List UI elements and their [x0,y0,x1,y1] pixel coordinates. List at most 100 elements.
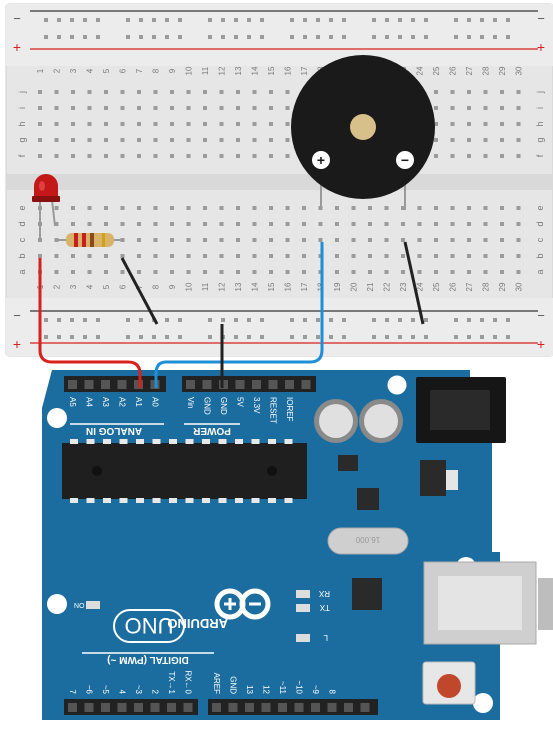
header-pin[interactable] [202,380,212,389]
breadboard-hole[interactable] [467,138,471,142]
header-pin[interactable] [245,703,254,712]
breadboard-hole[interactable] [203,154,207,158]
breadboard-hole[interactable] [384,254,389,258]
breadboard-hole[interactable] [252,106,257,110]
rail-hole[interactable] [57,318,61,322]
header-pin[interactable] [186,380,195,389]
breadboard-hole[interactable] [285,238,290,242]
breadboard-hole[interactable] [450,90,455,94]
breadboard-hole[interactable] [516,238,521,242]
breadboard-hole[interactable] [87,122,92,126]
breadboard-hole[interactable] [54,138,59,142]
breadboard-hole[interactable] [500,122,504,126]
rail-hole[interactable] [247,318,251,322]
rail-hole[interactable] [454,335,458,339]
rail-hole[interactable] [165,35,169,39]
breadboard-hole[interactable] [236,206,240,210]
header-pin[interactable] [252,380,261,389]
rail-hole[interactable] [454,18,458,22]
red-led[interactable] [32,174,60,240]
rail-hole[interactable] [329,18,333,22]
breadboard-hole[interactable] [71,154,75,158]
rail-hole[interactable] [70,18,74,22]
breadboard-hole[interactable] [368,238,372,242]
breadboard-hole[interactable] [236,270,240,274]
rail-hole[interactable] [234,335,238,339]
rail-hole[interactable] [316,318,320,322]
breadboard-hole[interactable] [302,238,306,242]
rail-hole[interactable] [411,35,415,39]
breadboard-hole[interactable] [351,222,356,226]
breadboard-hole[interactable] [500,90,504,94]
breadboard-hole[interactable] [120,270,125,274]
breadboard-hole[interactable] [450,270,455,274]
breadboard-hole[interactable] [417,254,422,258]
rail-hole[interactable] [178,318,182,322]
rail-hole[interactable] [493,318,497,322]
rail-hole[interactable] [178,35,182,39]
breadboard-hole[interactable] [483,270,488,274]
header-pin[interactable] [117,380,127,389]
rail-hole[interactable] [480,35,484,39]
rail-hole[interactable] [152,18,156,22]
breadboard-hole[interactable] [153,138,158,142]
rail-hole[interactable] [424,18,428,22]
breadboard-hole[interactable] [351,254,356,258]
breadboard-hole[interactable] [71,206,75,210]
breadboard-hole[interactable] [87,254,92,258]
rail-hole[interactable] [139,335,143,339]
rail-hole[interactable] [329,35,333,39]
breadboard-hole[interactable] [219,254,224,258]
rail-hole[interactable] [290,35,294,39]
rail-hole[interactable] [247,18,251,22]
rail-hole[interactable] [44,18,48,22]
breadboard-hole[interactable] [219,154,224,158]
breadboard-hole[interactable] [516,106,521,110]
header-pin[interactable] [311,703,320,712]
breadboard-hole[interactable] [153,206,158,210]
breadboard-hole[interactable] [120,90,125,94]
rail-hole[interactable] [303,335,307,339]
header-pin[interactable] [285,380,294,389]
breadboard-hole[interactable] [203,222,207,226]
rail-hole[interactable] [372,18,376,22]
breadboard-hole[interactable] [71,106,75,110]
breadboard-hole[interactable] [483,106,488,110]
breadboard-hole[interactable] [186,106,191,110]
header-pin[interactable] [167,703,176,712]
breadboard-hole[interactable] [450,122,455,126]
breadboard-hole[interactable] [483,154,488,158]
breadboard-hole[interactable] [450,138,455,142]
breadboard-hole[interactable] [137,106,141,110]
breadboard-hole[interactable] [368,206,372,210]
breadboard-hole[interactable] [384,270,389,274]
header-pin[interactable] [360,703,370,712]
rail-hole[interactable] [454,35,458,39]
breadboard-hole[interactable] [335,222,339,226]
breadboard-hole[interactable] [500,238,504,242]
breadboard-hole[interactable] [500,254,504,258]
breadboard-hole[interactable] [54,222,59,226]
breadboard-hole[interactable] [236,238,240,242]
header-pin[interactable] [101,703,110,712]
rail-hole[interactable] [178,18,182,22]
breadboard-hole[interactable] [219,90,224,94]
breadboard-hole[interactable] [186,122,191,126]
breadboard-hole[interactable] [467,206,471,210]
rail-hole[interactable] [342,18,346,22]
breadboard-hole[interactable] [170,270,174,274]
breadboard-hole[interactable] [203,122,207,126]
breadboard-hole[interactable] [252,222,257,226]
rail-hole[interactable] [316,335,320,339]
breadboard-hole[interactable] [120,138,125,142]
breadboard-hole[interactable] [516,254,521,258]
rail-hole[interactable] [424,318,428,322]
rail-hole[interactable] [96,35,100,39]
breadboard-hole[interactable] [219,122,224,126]
rail-hole[interactable] [247,35,251,39]
rail-hole[interactable] [260,335,264,339]
breadboard-hole[interactable] [450,254,455,258]
breadboard-hole[interactable] [269,206,273,210]
breadboard-hole[interactable] [285,222,290,226]
rail-hole[interactable] [221,35,225,39]
